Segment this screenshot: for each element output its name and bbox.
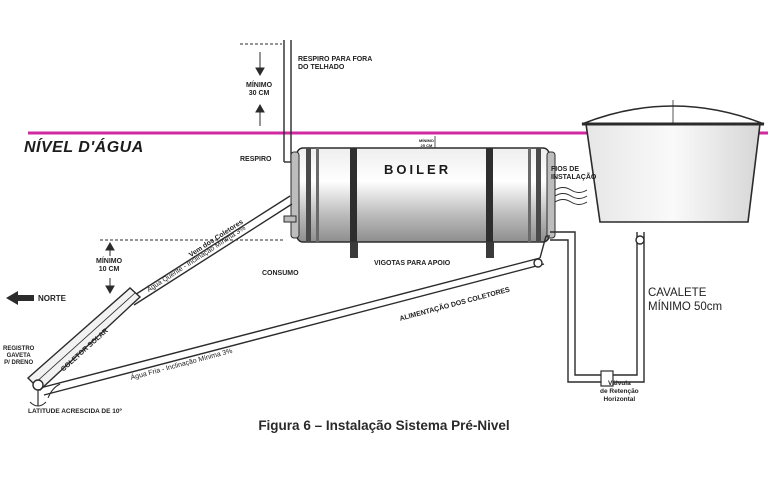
tank-feed-pipe bbox=[550, 231, 645, 383]
latitude-label: LATITUDE ACRESCIDA DE 10º bbox=[28, 408, 122, 415]
consumo-outlet bbox=[283, 215, 297, 223]
cold-water-pipe bbox=[39, 235, 550, 396]
registro-label: REGISTRO GAVETA P/ DRENO bbox=[3, 346, 35, 366]
figure-caption: Figura 6 – Instalação Sistema Pré-Nivel bbox=[258, 418, 510, 433]
minimo-30-label: MÍNIMO 30 CM bbox=[246, 82, 273, 97]
latitude-arc bbox=[47, 383, 61, 399]
drain-valve bbox=[29, 379, 47, 407]
norte-label: NORTE bbox=[38, 294, 66, 303]
vigotas-label: VIGOTAS PARA APOIO bbox=[374, 260, 451, 267]
respiro-label: RESPIRO bbox=[240, 156, 272, 163]
boiler-label: BOILER bbox=[384, 162, 452, 177]
valvula-label: Válvula de Retenção Horizontal bbox=[600, 380, 639, 403]
valve-tank bbox=[635, 235, 645, 245]
dimension-30cm bbox=[240, 43, 282, 126]
respiro-para-fora-label: RESPIRO PARA FORA DO TELHADO bbox=[298, 56, 373, 71]
check-valve bbox=[600, 370, 614, 387]
dimension-10cm bbox=[100, 239, 284, 295]
hot-water-pipe bbox=[129, 195, 293, 306]
fios-label: FIOS DE INSTALAÇÃO bbox=[551, 166, 597, 181]
north-arrow bbox=[6, 291, 34, 305]
vent-pipe bbox=[283, 40, 297, 163]
minimo-10-label: MÍNIMO 10 CM bbox=[96, 258, 123, 273]
water-level-label: NÍVEL D'ÁGUA bbox=[24, 139, 144, 156]
water-tank bbox=[581, 100, 765, 223]
valve-feed bbox=[533, 258, 543, 268]
consumo-label: CONSUMO bbox=[262, 270, 299, 277]
boiler bbox=[290, 147, 588, 258]
cavalete-label: CAVALETE MÍNIMO 50cm bbox=[648, 287, 723, 313]
minimo-small-label: MÍNIMO 25 CM bbox=[419, 138, 434, 148]
